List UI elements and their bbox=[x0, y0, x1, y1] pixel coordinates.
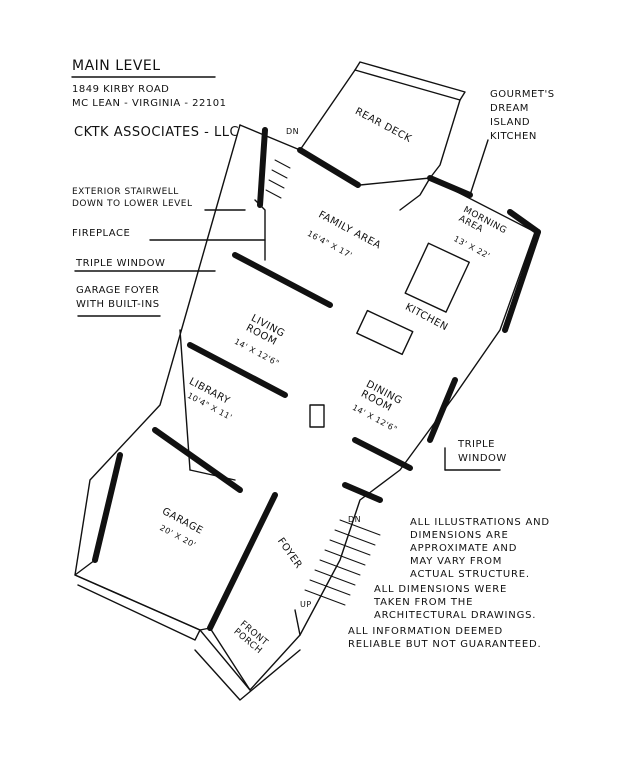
plan-title: Main Level bbox=[72, 58, 161, 74]
company-name: CKTK Associates - LLC bbox=[74, 125, 240, 140]
callout-garage-foyer: Garage Foyer With Built-ins bbox=[76, 285, 160, 310]
disclaimer-block-2: All dimensions were taken from the archi… bbox=[374, 584, 537, 621]
rear-wall bbox=[297, 147, 361, 188]
callout-gourmet-kitchen: Gourmet's Dream Island Kitchen bbox=[490, 89, 555, 142]
address-line-1: 1849 Kirby Road bbox=[72, 84, 170, 95]
stair-up: UP bbox=[300, 600, 312, 609]
disclaimer-block-1: All illustrations and dimensions are app… bbox=[410, 517, 550, 580]
stair-dn-top: DN bbox=[286, 127, 300, 136]
plan-linework bbox=[71, 61, 541, 701]
callout-triple-window-left: Triple Window bbox=[76, 258, 166, 269]
callout-exterior-stairwell: Exterior Stairwell Down to Lower Level bbox=[72, 187, 193, 209]
stair-dn-front: DN bbox=[348, 515, 362, 524]
disclaimer-block-3: All information deemed reliable but not … bbox=[348, 626, 542, 650]
address-line-2: Mc Lean - Virginia - 22101 bbox=[72, 98, 227, 109]
callout-triple-window-right: Triple Window bbox=[458, 439, 507, 464]
callout-fireplace: Fireplace bbox=[72, 228, 131, 239]
